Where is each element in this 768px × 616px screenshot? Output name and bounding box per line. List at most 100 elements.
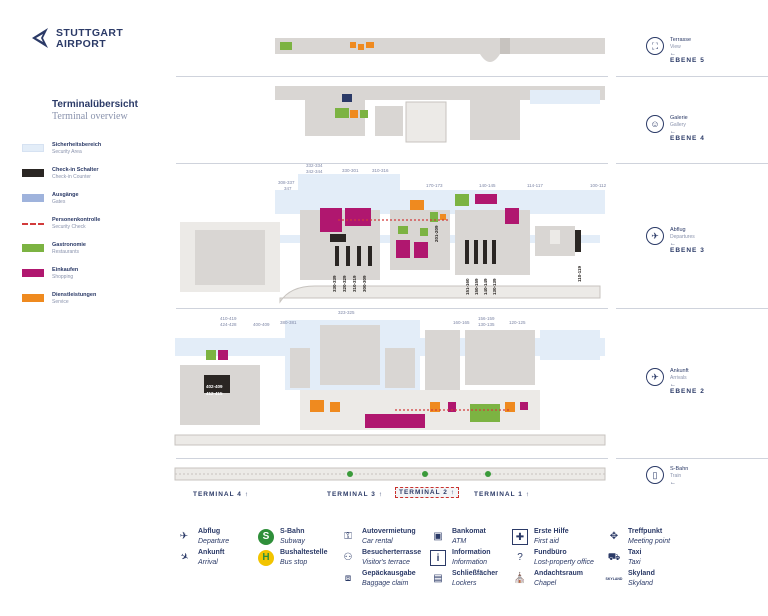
logo-line-2: AIRPORT bbox=[56, 38, 107, 50]
stuttgart-airport-logo[interactable]: STUTTGART AIRPORT bbox=[30, 26, 130, 52]
legend-label: Check-in Schalter bbox=[52, 167, 99, 173]
gate-label: 120-125 bbox=[509, 320, 526, 325]
legend-visitor-terrace: ⚇ Besucherterrasse Visitor's terrace bbox=[340, 549, 430, 571]
level-name-en: Arrivals bbox=[670, 375, 687, 381]
page-subtitle: Terminal overview bbox=[52, 111, 128, 122]
level-name-en: Departures bbox=[670, 234, 695, 240]
level-number: EBENE 2 bbox=[670, 388, 705, 395]
icon-legend-label: Bushaltestelle bbox=[280, 549, 328, 556]
level-2-plan[interactable] bbox=[174, 320, 606, 446]
gate-label: 100-112 bbox=[590, 183, 607, 188]
icon-legend-label-en: Taxi bbox=[628, 559, 641, 566]
arrow-up-icon: ↑ bbox=[450, 489, 455, 496]
airport-logo-icon bbox=[32, 28, 48, 48]
legend-swatch bbox=[22, 223, 44, 225]
terminal-name: TERMINAL 4 bbox=[193, 491, 242, 498]
checkin-label: 402-409 bbox=[206, 384, 223, 389]
gate-label: 170-173 bbox=[426, 183, 443, 188]
level-3-plan[interactable] bbox=[180, 174, 605, 304]
checkin-label: 151-160 bbox=[465, 278, 470, 295]
legend-lost-property: ? Fundbüro Lost-property office bbox=[512, 549, 602, 571]
gate-label: 130-135 bbox=[478, 322, 495, 327]
icon-legend-label: Skyland bbox=[628, 570, 655, 577]
departure-icon: ✈ bbox=[179, 531, 189, 542]
gate-label: 308-337 bbox=[278, 180, 295, 185]
level-name: Abflug bbox=[670, 227, 686, 233]
level-name-en: Gallery bbox=[670, 122, 686, 128]
icon-legend-label-en: Departure bbox=[198, 538, 230, 545]
sbahn-track[interactable] bbox=[174, 467, 606, 481]
legend-label-en: Shopping bbox=[52, 274, 74, 280]
arrow-left-icon: ← bbox=[670, 51, 676, 57]
level-divider bbox=[616, 308, 768, 309]
legend-label: Personenkontrolle bbox=[52, 217, 101, 223]
arrow-left-icon: ← bbox=[670, 382, 676, 388]
legend-label: Einkaufen bbox=[52, 267, 79, 273]
icon-legend-label: Schließfächer bbox=[452, 570, 498, 577]
arrival-icon: ✈ bbox=[646, 368, 664, 386]
lost-property-icon: ? bbox=[517, 552, 523, 563]
icon-legend-label: S-Bahn bbox=[280, 528, 305, 535]
terminal-4-label[interactable]: TERMINAL 4 ↑ bbox=[193, 491, 249, 498]
level-divider bbox=[616, 76, 768, 77]
skyland-icon: SKYLAND bbox=[605, 577, 623, 581]
gate-label: 156-159 bbox=[478, 316, 495, 321]
meeting-point-icon: ✥ bbox=[609, 531, 619, 542]
gate-label: 410-419 bbox=[220, 316, 237, 321]
car-rental-icon: ⚿ bbox=[344, 531, 352, 542]
checkin-labels: 330-339 320-329 310-319 300-309 201-209 … bbox=[206, 225, 582, 396]
gate-label: 400-409 bbox=[253, 322, 270, 327]
legend-label-en: Gates bbox=[52, 199, 66, 205]
level-4-plan[interactable] bbox=[275, 86, 605, 143]
icon-legend-label-en: Subway bbox=[280, 538, 305, 545]
train-icon: ▯ bbox=[646, 466, 664, 484]
gate-label: 323-325 bbox=[338, 310, 355, 315]
level-divider bbox=[176, 163, 608, 164]
legend-taxi: ⛟ Taxi Taxi bbox=[606, 549, 696, 571]
level-name: Ankunft bbox=[670, 368, 689, 374]
legend-information: i Information Information bbox=[430, 549, 520, 571]
lockers-icon: ▤ bbox=[433, 573, 443, 584]
checkin-label: 412-415 bbox=[206, 391, 223, 396]
baggage-claim-icon: ⧈ bbox=[344, 573, 352, 584]
arrow-left-icon: ← bbox=[670, 129, 676, 135]
terminal-name: TERMINAL 3 bbox=[327, 491, 376, 498]
arrow-left-icon: ← bbox=[670, 480, 676, 486]
level-number: EBENE 3 bbox=[670, 247, 705, 254]
terminal-3-label[interactable]: TERMINAL 3 ↑ bbox=[327, 491, 383, 498]
level-5-plan[interactable] bbox=[275, 38, 605, 62]
gate-labels: 332-334 342-344 330-301 310-316 308-337 … bbox=[220, 163, 607, 327]
gate-label: 342-344 bbox=[306, 169, 323, 174]
legend-label-en: Security Area bbox=[52, 149, 82, 155]
terminal-1-label[interactable]: TERMINAL 1 ↑ bbox=[474, 491, 530, 498]
terminal-name: TERMINAL 1 bbox=[474, 491, 523, 498]
gate-label: 310-316 bbox=[372, 168, 389, 173]
terminal-2-highlight: TERMINAL 2 ↑ bbox=[395, 487, 459, 498]
legend-lockers: ▤ Schließfächer Lockers bbox=[430, 570, 520, 592]
atm-icon: ▣ bbox=[433, 531, 443, 542]
level-name: S-Bahn bbox=[670, 466, 689, 472]
taxi-icon: ⛟ bbox=[607, 552, 621, 563]
icon-legend-label-en: Visitor's terrace bbox=[362, 559, 410, 566]
legend-label: Sicherheitsbereich bbox=[52, 142, 102, 148]
legend-departure: ✈ Abflug Departure bbox=[176, 528, 266, 550]
logo-wordmark: STUTTGART AIRPORT bbox=[56, 28, 123, 50]
arrival-icon: ✈ bbox=[177, 550, 191, 565]
terminal-2-label[interactable]: TERMINAL 2 ↑ bbox=[395, 487, 459, 498]
arrow-up-icon: ↑ bbox=[244, 491, 249, 498]
icon-legend-label: Autovermietung bbox=[362, 528, 416, 535]
icon-legend-label-en: Bus stop bbox=[280, 559, 308, 566]
icon-legend-label: Information bbox=[452, 549, 491, 556]
icon-legend-label: Besucherterrasse bbox=[362, 549, 422, 556]
legend-meeting-point: ✥ Treffpunkt Meeting point bbox=[606, 528, 696, 550]
icon-legend-label-en: Information bbox=[452, 559, 488, 566]
legend-swatch bbox=[22, 169, 44, 177]
legend-label-en: Restaurants bbox=[52, 249, 79, 255]
terminal-floor-plans[interactable]: 332-334 342-344 330-301 310-316 308-337 … bbox=[170, 30, 615, 510]
icon-legend-label-en: Lockers bbox=[452, 580, 477, 587]
icon-legend-label-en: Meeting point bbox=[628, 538, 671, 545]
terminal-name: TERMINAL 2 bbox=[399, 489, 448, 496]
legend-skyland: SKYLAND Skyland Skyland bbox=[606, 570, 696, 592]
terrace-icon: ⚇ bbox=[343, 552, 353, 563]
